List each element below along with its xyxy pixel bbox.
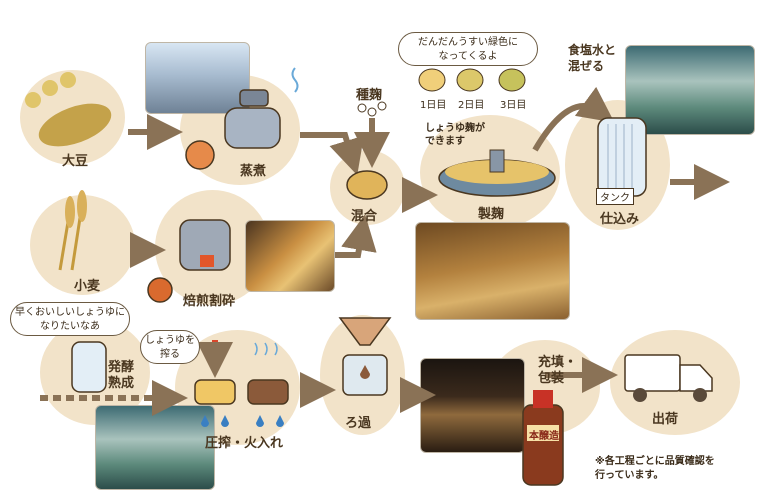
bubble-squeeze: しょうゆを 搾る [140, 330, 200, 364]
step-roasting: 焙煎割砕 [183, 294, 236, 309]
step-wheat: 小麦 [74, 279, 101, 294]
ferment-jar-icon [71, 341, 107, 393]
arrow-roast-mix [335, 214, 377, 258]
roaster-icon [147, 219, 231, 303]
bottle-label: 本醸造 [529, 431, 559, 442]
koji-room-photo [415, 222, 570, 320]
koji-tray-icon [438, 149, 556, 197]
tank-photo [625, 45, 755, 135]
step-mixing: 混合 [351, 209, 378, 224]
step-soybean: 大豆 [62, 154, 89, 169]
arrow-koji-prep [532, 86, 615, 152]
koji-day-icons [418, 68, 526, 92]
mixing-icon [346, 170, 388, 200]
step-seed-koji: 種麹 [356, 88, 383, 103]
day-label-3: 3日目 [500, 100, 527, 111]
footnote: ※各工程ごとに品質確認を 行っています。 [595, 456, 715, 481]
arrow-steam-mix [300, 132, 364, 176]
tank-label: タンク [596, 188, 634, 205]
day-label-1: 1日目 [420, 100, 447, 111]
seed-koji-icon [357, 101, 387, 117]
roaster-photo [245, 220, 335, 292]
step-fermentation: 発酵 熟成 [108, 360, 135, 391]
step-filling: 充填・ 包装 [538, 355, 578, 386]
funnel-icon [338, 317, 392, 396]
soybean-icon [25, 72, 112, 147]
step-filtration: ろ過 [345, 416, 372, 431]
tank-icon [597, 117, 647, 197]
press-icon [194, 340, 289, 427]
step-shipping: 出荷 [652, 412, 679, 427]
steamer-photo [145, 42, 250, 114]
truck-icon [624, 354, 713, 402]
wheat-icon [58, 190, 87, 271]
bubble-want-soy: 早くおいしいしょうゆに なりたいなあ [10, 302, 130, 336]
day-label-2: 2日目 [458, 100, 485, 111]
step-steaming: 蒸煮 [240, 164, 267, 179]
step-pressing: 圧搾・火入れ [205, 436, 284, 451]
bubble-koji-color: だんだんうすい緑色に なってくるよ [398, 32, 538, 66]
bottling-photo [420, 358, 525, 453]
step-preparation: 仕込み [600, 212, 640, 227]
bubble-salt-water: 食塩水と 混ぜる [568, 43, 617, 73]
step-koji-making: 製麹 [478, 207, 505, 222]
steamer-icon [185, 67, 299, 170]
soy-bottle-icon [522, 390, 564, 486]
bubble-koji-done: しょうゆ麹が できます [425, 123, 485, 147]
